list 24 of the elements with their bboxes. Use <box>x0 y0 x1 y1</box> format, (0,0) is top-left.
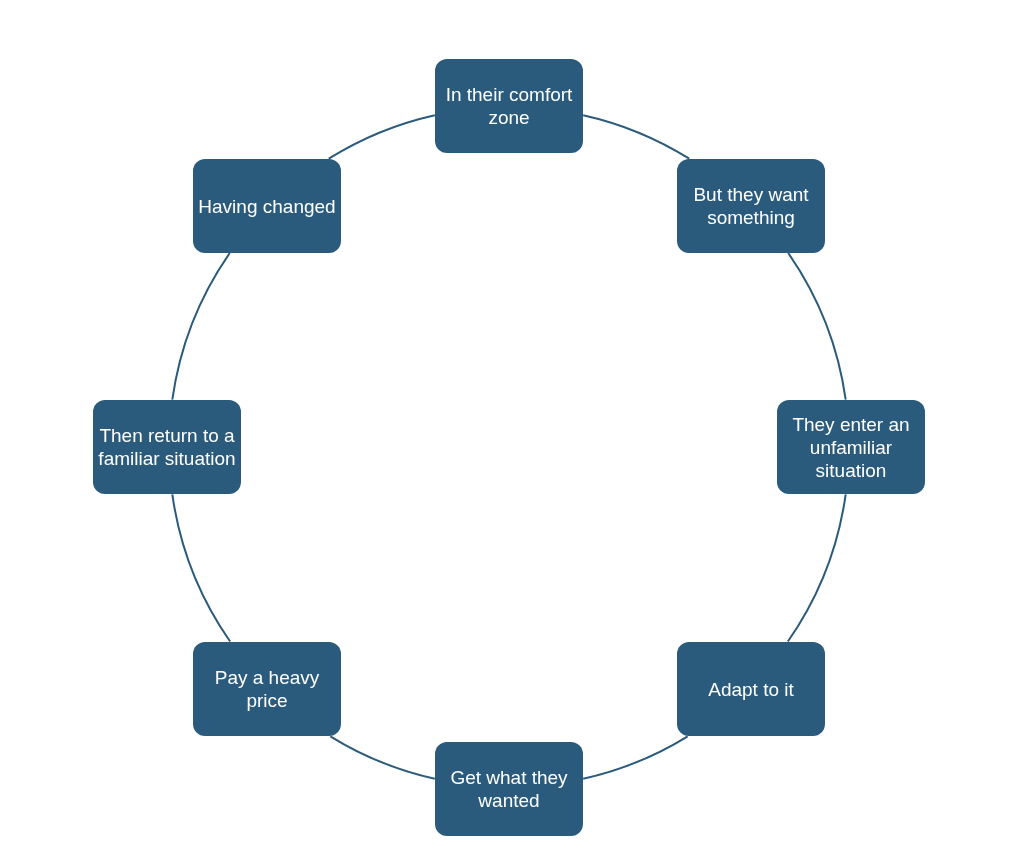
connector-arc <box>582 114 691 160</box>
stage-label: But they want something <box>692 183 810 229</box>
connector-arc <box>787 252 847 401</box>
stage-box <box>193 642 341 736</box>
stage-box <box>435 742 583 836</box>
connector-arc <box>171 493 232 643</box>
stage-label: Having changed <box>198 194 336 218</box>
stage-box <box>677 159 825 253</box>
connector-arc <box>171 252 231 401</box>
stage-box <box>93 400 241 494</box>
stage-label: They enter an unfamiliar situation <box>791 412 911 482</box>
stage-box <box>777 400 925 494</box>
connector-arc <box>327 114 436 160</box>
stage-box <box>193 159 341 253</box>
stage-label: Get what they wanted <box>449 766 569 812</box>
connector-arc <box>786 493 847 643</box>
connector-arc <box>582 735 689 780</box>
stage-box <box>677 642 825 736</box>
stage-label: Then return to a familiar situation <box>97 424 237 470</box>
connector-arc <box>329 735 436 780</box>
stage-box <box>435 59 583 153</box>
stage-label: Pay a heavy price <box>213 666 321 712</box>
stage-label: Adapt to it <box>708 677 794 701</box>
stage-label: In their comfort zone <box>444 83 574 129</box>
